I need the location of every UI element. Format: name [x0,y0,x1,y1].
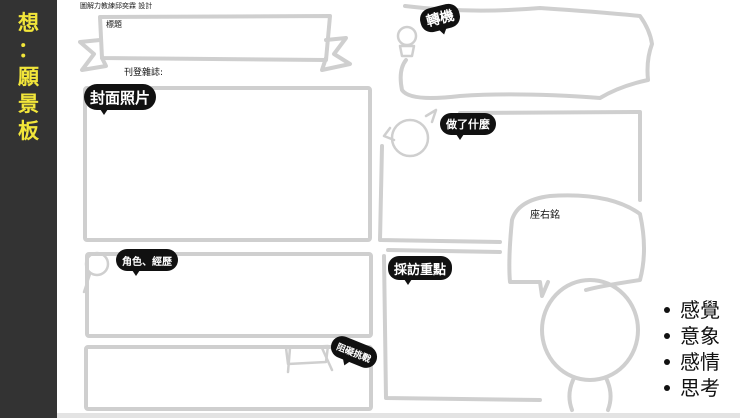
sidebar-title-char: 板 [18,119,39,143]
barrier-icon [284,344,334,374]
bullet-item: 感情 [664,349,720,375]
bullet-dot-icon [664,333,670,339]
lightbulb-icon [396,25,418,58]
sidebar-title-char: 景 [18,92,39,116]
bullet-label: 思考 [680,376,720,400]
role-experience-bubble: 角色、經歷 [116,249,178,276]
bullet-list: 感覺 意象 感情 思考 [664,297,720,401]
sidebar-title: 想 ： 願 景 板 [0,10,57,145]
sidebar-title-char: ： [18,38,39,62]
turning-point-frame [398,4,654,100]
obstacle-frame [84,345,373,411]
bullet-label: 感情 [680,350,720,374]
cover-photo-bubble: 封面照片 [84,84,157,115]
bullet-item: 思考 [664,375,720,401]
bullet-item: 意象 [664,323,720,349]
title-banner [78,14,352,72]
role-experience-frame [85,252,373,338]
bullet-item: 感覺 [664,297,720,323]
motto-frame [507,193,646,298]
what-did-frame [378,110,642,244]
designer-credit: 圖解力教練邱奕霖 設計 [80,2,153,10]
bullet-dot-icon [664,385,670,391]
bottom-bar [57,413,740,418]
cover-photo-frame [83,86,372,242]
bullet-dot-icon [664,359,670,365]
magazine-label: 刊登雜誌: [124,68,164,78]
interview-points-bubble: 採訪重點 [388,256,453,285]
character-face-icon [382,108,438,158]
sidebar: 想 ： 願 景 板 [0,0,57,418]
bullet-label: 感覺 [680,298,720,322]
bullet-label: 意象 [680,324,720,348]
interview-frame [382,248,542,402]
title-label: 標題 [106,20,122,29]
what-did-bubble: 做了什麼 [440,113,496,140]
sidebar-title-char: 想 [18,11,39,35]
bullet-dot-icon [664,307,670,313]
motto-label: 座右銘 [530,210,560,221]
person-silhouette-icon [540,278,640,412]
sidebar-title-char: 願 [18,65,39,89]
magnifier-icon [82,251,110,294]
